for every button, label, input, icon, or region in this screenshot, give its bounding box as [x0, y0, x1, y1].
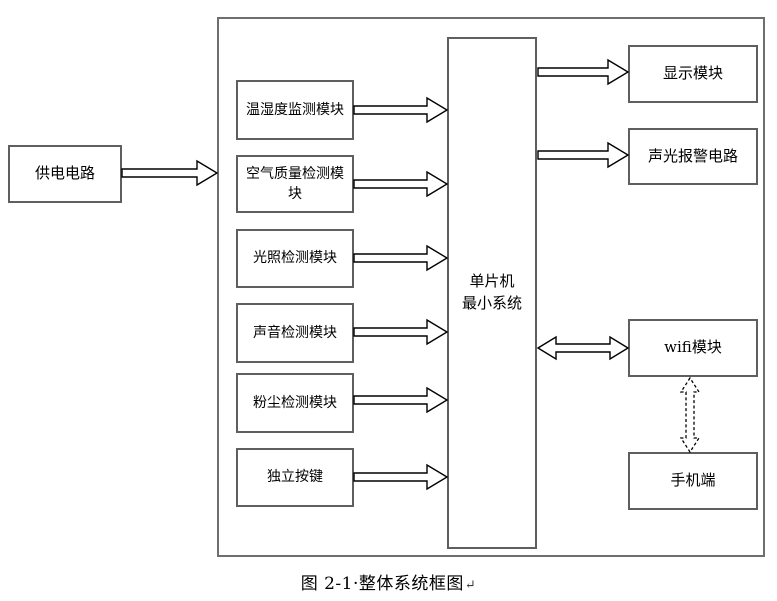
node-independent-key-label: 独立按键: [267, 469, 323, 486]
node-mcu-label-line2: 最小系统: [461, 294, 522, 312]
node-phone-client: 手机端: [628, 452, 758, 510]
node-air-quality-label: 空气质量检测模块: [246, 165, 344, 202]
system-boundary-rect: [217, 17, 765, 557]
node-light-detect-module: 光照检测模块: [236, 229, 354, 288]
node-display-label: 显示模块: [662, 64, 723, 83]
node-sound-light-alarm: 声光报警电路: [628, 128, 758, 185]
node-temp-humidity-label: 温湿度监测模块: [246, 101, 344, 118]
node-wifi-module: wifi模块: [628, 319, 758, 377]
node-wifi-label: wifi模块: [664, 338, 722, 357]
figure-caption-text: 图 2-1·整体系统框图: [300, 574, 464, 594]
paragraph-return-mark: ↵: [464, 578, 477, 593]
node-power-supply: 供电电路: [8, 145, 122, 203]
node-air-quality-module: 空气质量检测模块: [236, 155, 354, 213]
arrow-power-to-system: [121, 159, 219, 187]
node-mcu-min-system: 单片机 最小系统: [447, 37, 537, 549]
node-power-supply-label: 供电电路: [34, 164, 95, 183]
node-temp-humidity-module: 温湿度监测模块: [236, 80, 354, 140]
node-dust-detect-label: 粉尘检测模块: [253, 394, 337, 411]
node-display-module: 显示模块: [628, 45, 758, 103]
figure-caption: 图 2-1·整体系统框图↵: [0, 569, 777, 594]
node-light-detect-label: 光照检测模块: [253, 250, 337, 267]
node-phone-label: 手机端: [670, 471, 716, 490]
node-sound-detect-module: 声音检测模块: [236, 303, 354, 363]
node-sound-detect-label: 声音检测模块: [253, 324, 337, 341]
node-sound-light-alarm-label: 声光报警电路: [647, 146, 738, 165]
node-dust-detect-module: 粉尘检测模块: [236, 373, 354, 433]
node-mcu-label-line1: 单片机: [469, 272, 515, 291]
node-independent-key: 独立按键: [236, 448, 354, 507]
